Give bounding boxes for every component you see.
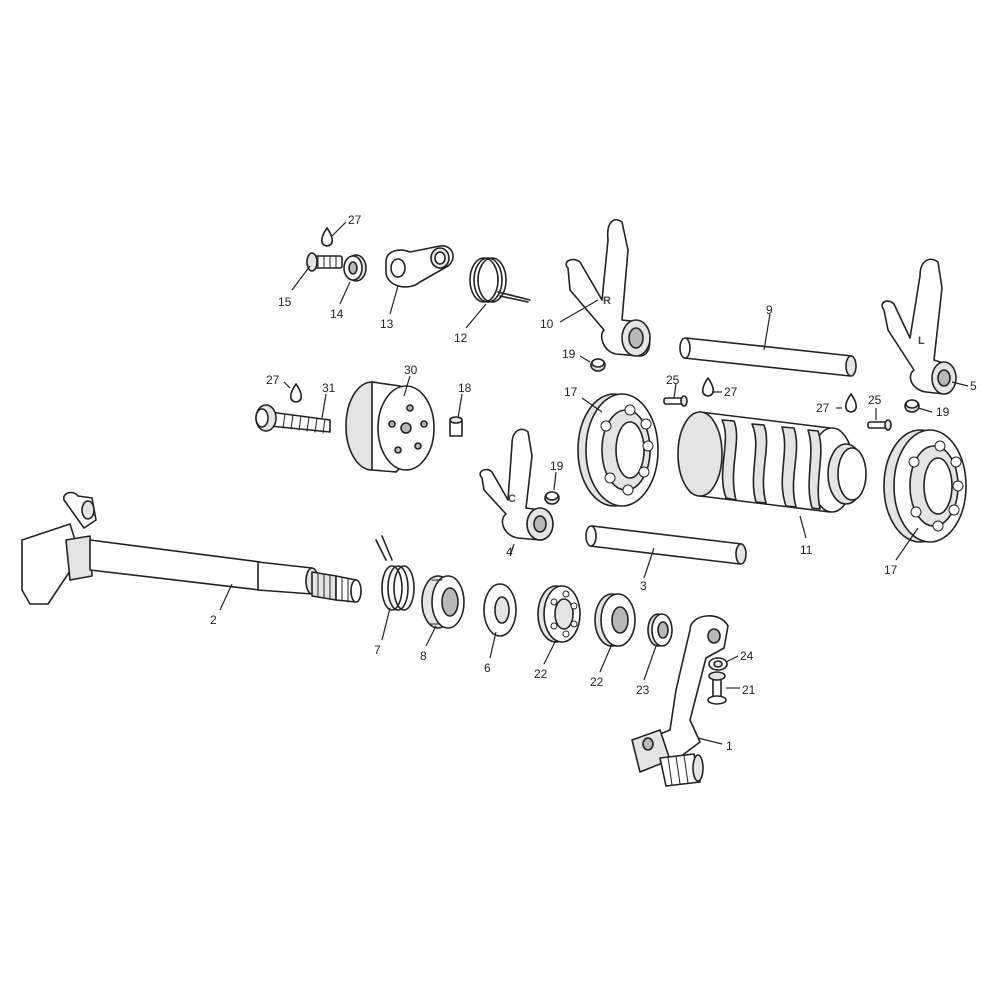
callout-2: 2 [210, 613, 217, 627]
callout-27: 27 [348, 213, 362, 227]
callout-12: 12 [454, 331, 468, 345]
callout-19: 19 [550, 459, 564, 473]
callout-11: 11 [800, 543, 813, 557]
callout-27: 27 [816, 401, 830, 415]
callout-6: 6 [484, 661, 491, 675]
grease-drop-icon [320, 227, 334, 247]
gearshift-shaft-2 [21, 491, 362, 605]
bearing-17 [577, 393, 659, 507]
shift-fork-4: C [479, 428, 554, 541]
callout-22: 22 [590, 675, 604, 689]
callout-9: 9 [766, 303, 773, 317]
washer-24 [708, 657, 728, 671]
fork-shaft-9 [679, 337, 857, 377]
callout-31: 31 [322, 381, 336, 395]
callout-8: 8 [420, 649, 427, 663]
bolt-15 [306, 252, 343, 272]
shift-fork-10: R [565, 218, 651, 357]
callout-21: 21 [742, 683, 756, 697]
pin-19 [544, 491, 560, 505]
callout-13: 13 [380, 317, 394, 331]
callout-30: 30 [404, 363, 418, 377]
shift-fork-5: L [881, 258, 957, 395]
callout-4: 4 [506, 545, 513, 559]
callout-19: 19 [562, 347, 576, 361]
callout-25: 25 [666, 373, 680, 387]
fork-shaft-3 [585, 525, 747, 565]
fork-letter-l: L [918, 335, 925, 347]
callout-labels: 27 15 14 13 12 10 19 9 25 27 5 19 27 25 … [210, 213, 977, 753]
callout-19: 19 [936, 405, 950, 419]
callout-15: 15 [278, 295, 292, 309]
bushing-14 [343, 254, 367, 282]
callout-25: 25 [868, 393, 882, 407]
fork-letter-r: R [603, 295, 611, 307]
callout-14: 14 [330, 307, 344, 321]
shift-drum-11 [677, 411, 867, 513]
fork-letter-c: C [508, 493, 516, 505]
grease-drop-icon [289, 383, 303, 403]
bearing-17 [883, 429, 967, 543]
pin-19 [590, 358, 606, 372]
grease-drop-icon [701, 377, 715, 397]
screw-25 [867, 419, 892, 431]
spring-12 [469, 257, 531, 303]
callout-27: 27 [266, 373, 280, 387]
index-lever-13 [385, 245, 454, 288]
pin-19 [904, 399, 920, 413]
spring-7 [375, 535, 415, 611]
bolt-21 [707, 671, 727, 705]
callout-5: 5 [970, 379, 977, 393]
washer-6 [483, 583, 517, 637]
callout-7: 7 [374, 643, 381, 657]
shift-pedal-1 [631, 615, 729, 787]
callout-3: 3 [640, 579, 647, 593]
dowel-pin-18 [449, 416, 463, 437]
oil-seal-8 [421, 575, 465, 629]
bolt-31 [255, 404, 331, 434]
callout-22: 22 [534, 667, 548, 681]
callout-27: 27 [724, 385, 738, 399]
bearing-22 [594, 593, 636, 647]
callout-17: 17 [564, 385, 578, 399]
bearing-22 [537, 585, 581, 643]
shift-drum-cam-30 [345, 381, 435, 473]
callout-1: 1 [726, 739, 733, 753]
callout-17: 17 [884, 563, 898, 577]
callout-23: 23 [636, 683, 650, 697]
callout-18: 18 [458, 381, 472, 395]
bushing-23 [647, 613, 673, 647]
callout-10: 10 [540, 317, 554, 331]
leader-lines [219, 221, 969, 745]
grease-drop-icon [844, 393, 858, 413]
callout-24: 24 [740, 649, 754, 663]
screw-25 [663, 395, 688, 407]
